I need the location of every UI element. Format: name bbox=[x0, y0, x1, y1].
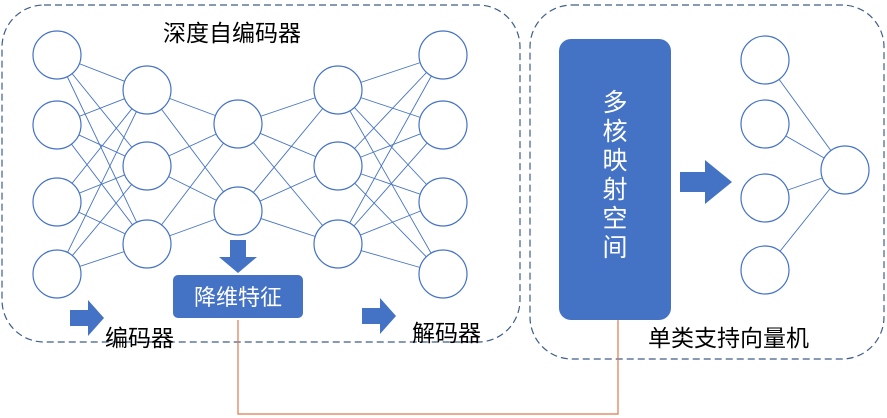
autoencoder-node-l0-0 bbox=[32, 30, 82, 80]
autoencoder-node-l4-0 bbox=[418, 30, 468, 80]
autoencoder-edge bbox=[237, 89, 339, 212]
multikernel-space-box bbox=[559, 39, 671, 320]
autoencoder-edge bbox=[56, 89, 148, 275]
decoder-label: 解码器 bbox=[412, 321, 481, 347]
ocsvm-node-l0-3 bbox=[740, 245, 790, 295]
arrow-down-icon bbox=[219, 240, 257, 273]
ocsvm-node-l1-0 bbox=[820, 145, 870, 195]
autoencoder-node-l1-2 bbox=[122, 219, 172, 269]
autoencoder-node-l3-2 bbox=[313, 219, 363, 269]
autoencoder-nodes bbox=[32, 30, 468, 299]
multikernel-space-label: 多核映射空间 bbox=[602, 88, 627, 262]
autoencoder-node-l4-1 bbox=[418, 100, 468, 150]
autoencoder-edge bbox=[337, 165, 444, 275]
autoencoder-node-l0-2 bbox=[32, 177, 82, 227]
encoder-arrow-right-icon bbox=[70, 300, 104, 336]
ocsvm-nodes bbox=[740, 35, 870, 295]
ocsvm-node-l0-1 bbox=[740, 99, 790, 149]
autoencoder-group-border bbox=[1, 4, 521, 343]
reduced-features-label: 降维特征 bbox=[194, 286, 282, 311]
autoencoder-edges bbox=[56, 54, 444, 275]
autoencoder-edge bbox=[237, 123, 339, 245]
autoencoder-edge bbox=[337, 89, 444, 203]
autoencoder-title: 深度自编码器 bbox=[163, 21, 301, 47]
decoder-arrow-right-icon bbox=[362, 298, 396, 334]
autoencoder-edge bbox=[146, 123, 239, 245]
feature-to-kernel-connector bbox=[237, 320, 619, 415]
ocsvm-group-border bbox=[529, 4, 885, 360]
autoencoder-edge bbox=[337, 54, 444, 167]
kernel-to-svm-arrow-right-icon bbox=[680, 160, 732, 204]
autoencoder-node-l3-1 bbox=[313, 141, 363, 191]
autoencoder-node-l1-0 bbox=[122, 65, 172, 115]
encoder-label: 编码器 bbox=[105, 326, 174, 352]
autoencoder-node-l4-3 bbox=[418, 249, 468, 299]
autoencoder-node-l4-2 bbox=[418, 177, 468, 227]
autoencoder-node-l0-1 bbox=[32, 100, 82, 150]
autoencoder-edge bbox=[337, 89, 444, 275]
reduced-features-box bbox=[173, 275, 303, 318]
autoencoder-node-l3-0 bbox=[313, 65, 363, 115]
autoencoder-node-l2-1 bbox=[213, 186, 263, 236]
autoencoder-node-l0-3 bbox=[32, 249, 82, 299]
autoencoder-edge bbox=[337, 54, 444, 245]
autoencoder-node-l1-1 bbox=[122, 141, 172, 191]
autoencoder-edge bbox=[56, 124, 148, 245]
ocsvm-label: 单类支持向量机 bbox=[648, 326, 809, 352]
ocsvm-node-l0-2 bbox=[740, 173, 790, 223]
ocsvm-node-l0-0 bbox=[740, 35, 790, 85]
autoencoder-node-l2-0 bbox=[213, 99, 263, 149]
autoencoder-edge bbox=[146, 89, 239, 212]
autoencoder-edge bbox=[337, 124, 444, 245]
autoencoder-edge bbox=[56, 54, 148, 245]
